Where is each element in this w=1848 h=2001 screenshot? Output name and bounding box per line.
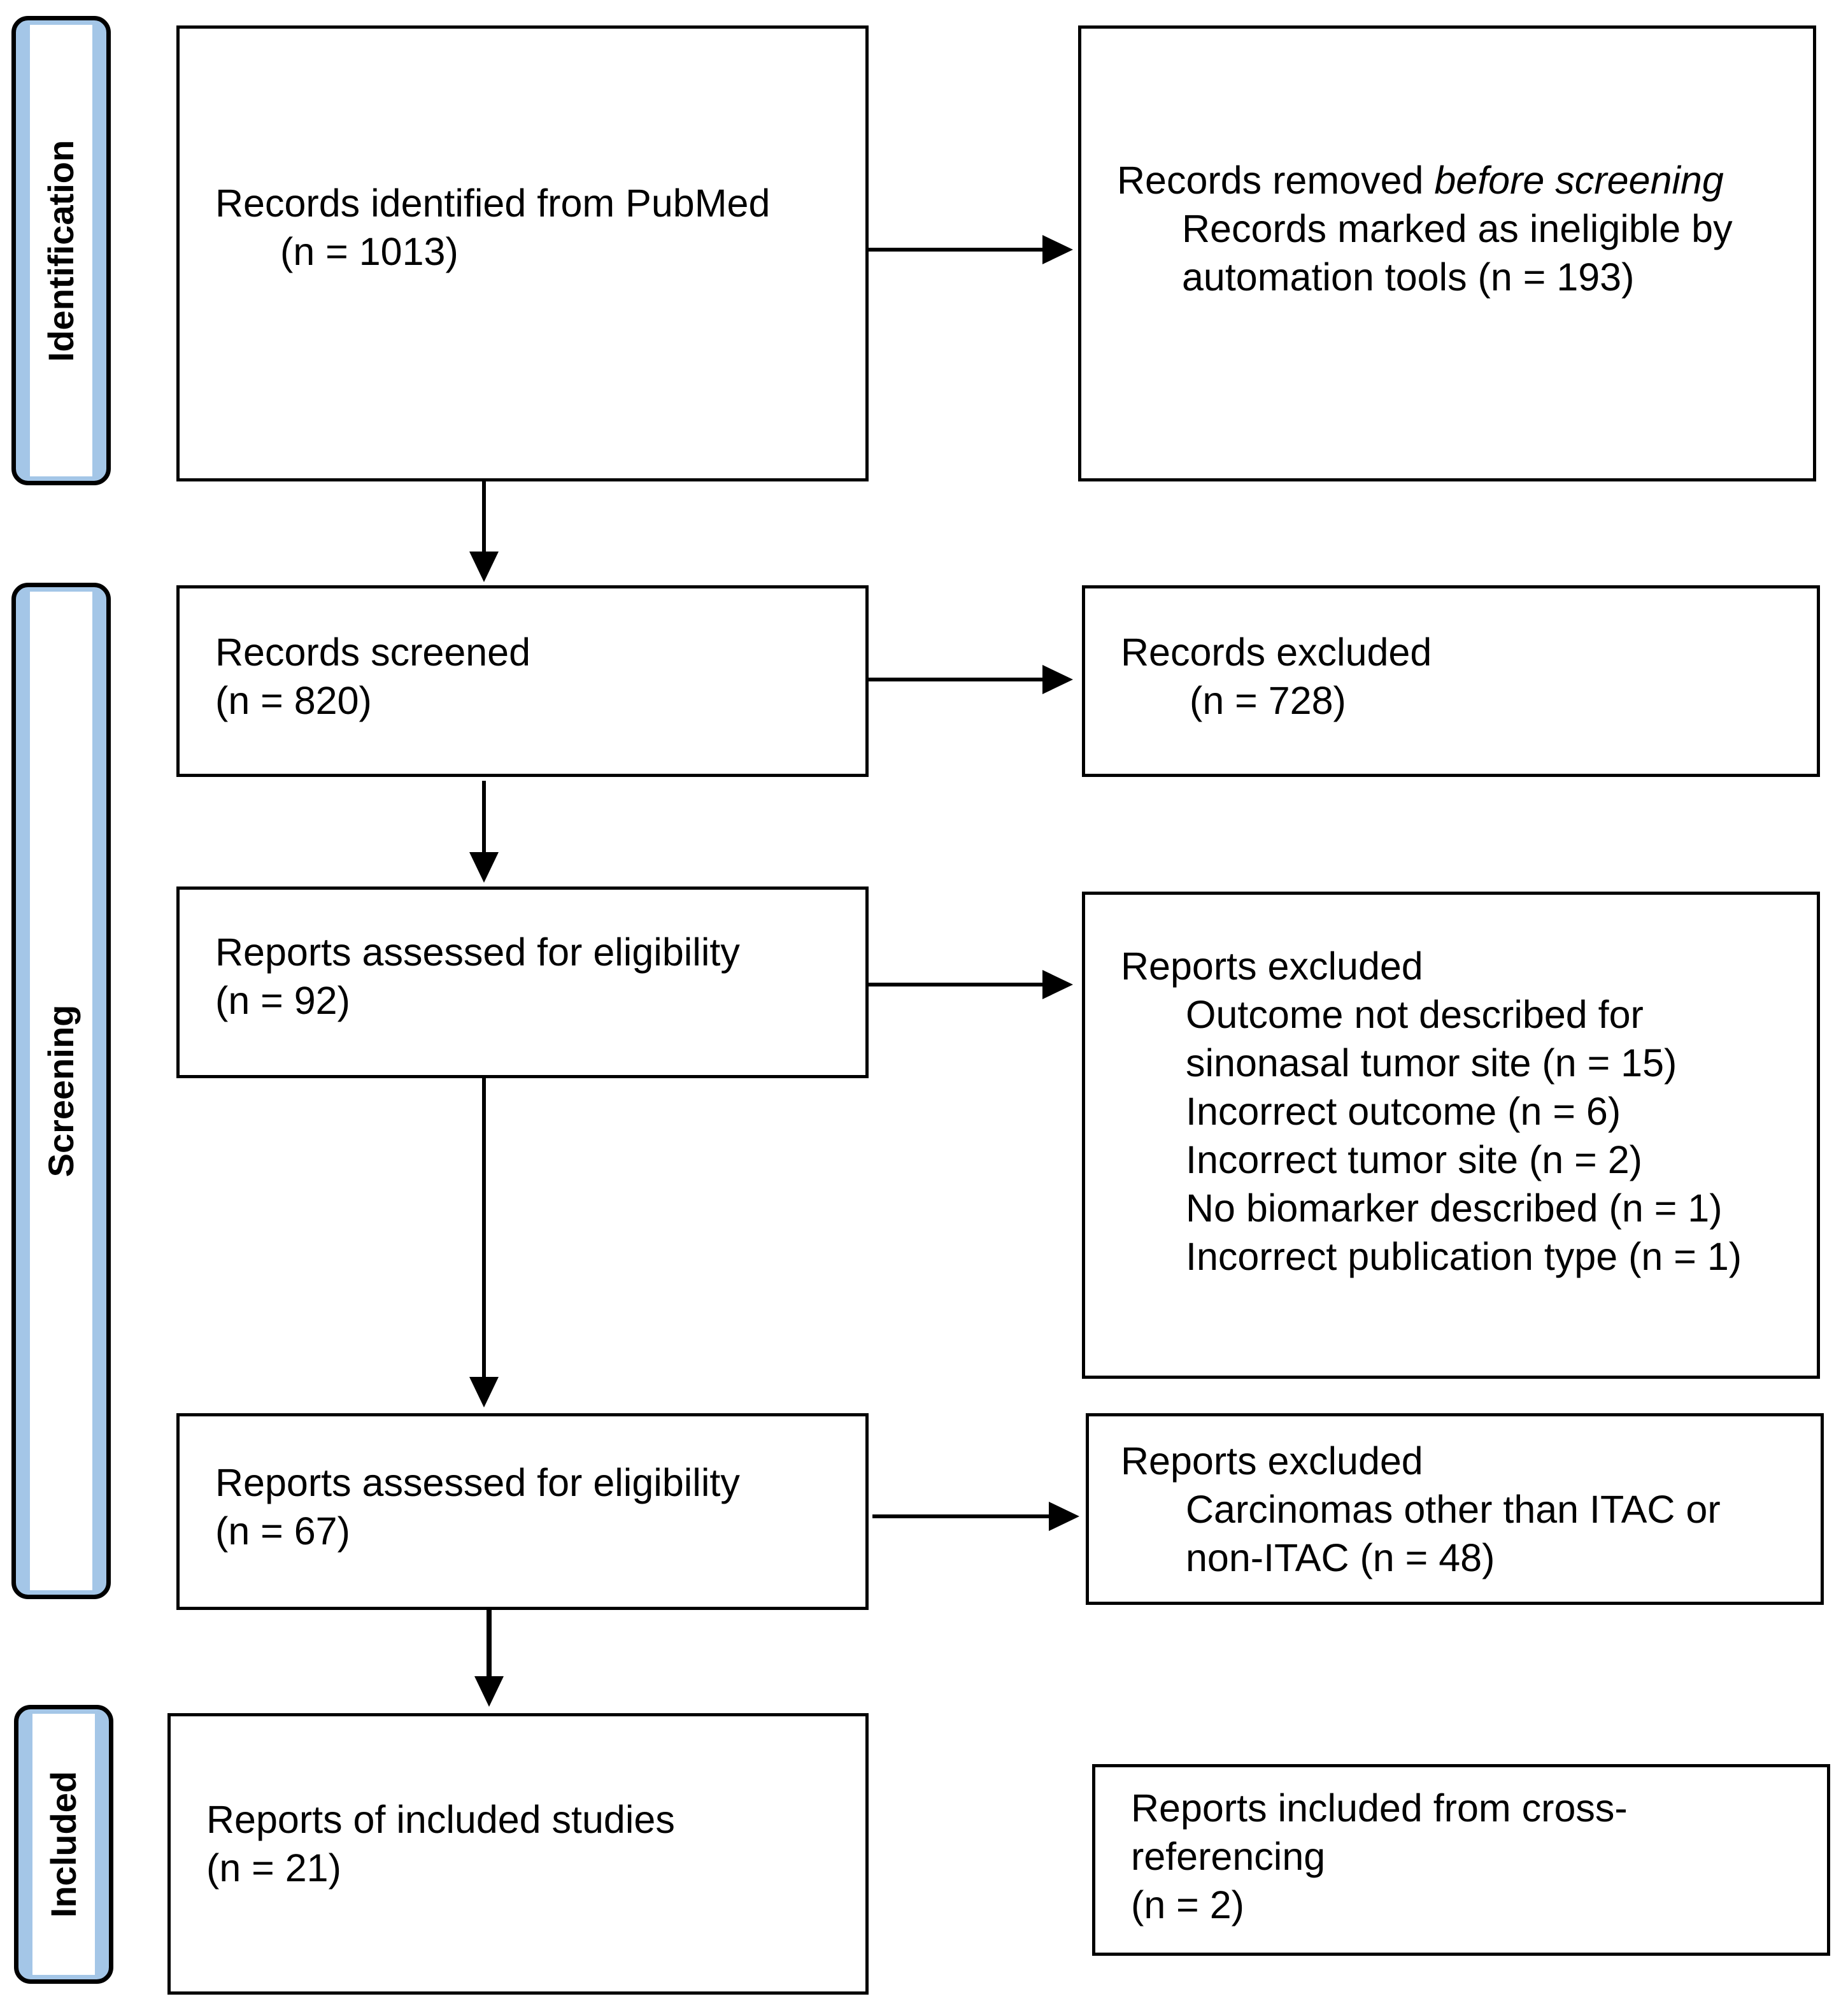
reports-excluded-1-item: No biomarker described (n = 1)	[1186, 1186, 1723, 1230]
arrow-assessed2-to-included	[474, 1610, 504, 1707]
box-cross-referencing: Reports included from cross- referencing…	[1092, 1764, 1830, 1956]
records-removed-italic: before screening	[1434, 159, 1724, 202]
records-excluded-label: Records excluded	[1121, 630, 1432, 674]
box-reports-assessed-1: Reports assessed for eligibility (n = 92…	[176, 887, 869, 1078]
stage-bar-screening: Screening	[11, 583, 111, 1599]
box-records-screened: Records screened (n = 820)	[176, 585, 869, 777]
records-removed-title: Records removed before screening	[1117, 159, 1724, 202]
reports-excluded-1-item: sinonasal tumor site (n = 15)	[1186, 1041, 1677, 1085]
stage-bar-identification: Identification	[11, 16, 111, 485]
records-excluded-count: (n = 728)	[1190, 679, 1346, 722]
cross-referencing-label-1: Reports included from cross-	[1131, 1786, 1628, 1830]
box-records-removed: Records removed before screening Records…	[1078, 25, 1816, 481]
reports-excluded-1-item: Incorrect outcome (n = 6)	[1186, 1090, 1621, 1133]
reports-excluded-1-title: Reports excluded	[1121, 944, 1423, 988]
included-studies-label: Reports of included studies	[206, 1798, 675, 1841]
box-reports-assessed-2: Reports assessed for eligibility (n = 67…	[176, 1413, 869, 1610]
reports-excluded-2-title: Reports excluded	[1121, 1439, 1423, 1483]
box-reports-excluded-2: Reports excluded Carcinomas other than I…	[1086, 1413, 1824, 1605]
reports-excluded-2-item: Carcinomas other than ITAC or	[1186, 1488, 1721, 1531]
reports-excluded-1-item: Outcome not described for	[1186, 993, 1644, 1036]
cross-referencing-count: (n = 2)	[1131, 1883, 1244, 1926]
reports-excluded-2-item: non-ITAC (n = 48)	[1186, 1536, 1495, 1579]
box-records-identified: Records identified from PubMed (n = 1013…	[176, 25, 869, 481]
reports-assessed-2-count: (n = 67)	[215, 1509, 350, 1553]
arrow-screened-to-assessed1	[469, 781, 499, 883]
reports-excluded-1-item: Incorrect publication type (n = 1)	[1186, 1235, 1742, 1278]
arrow-identified-to-removed	[869, 235, 1073, 264]
box-included-studies: Reports of included studies (n = 21)	[167, 1713, 869, 1995]
records-removed-detail-1: Records marked as ineligible by	[1182, 207, 1733, 250]
arrow-assessed1-to-excluded1	[869, 970, 1073, 999]
arrow-identified-to-screened	[469, 481, 499, 582]
box-records-excluded: Records excluded (n = 728)	[1082, 585, 1820, 777]
arrow-assessed1-to-assessed2	[469, 1078, 499, 1407]
reports-assessed-1-count: (n = 92)	[215, 979, 350, 1022]
reports-assessed-2-label: Reports assessed for eligibility	[215, 1461, 740, 1504]
reports-excluded-1-item: Incorrect tumor site (n = 2)	[1186, 1138, 1642, 1181]
box-reports-excluded-1: Reports excluded Outcome not described f…	[1082, 892, 1820, 1379]
records-screened-label: Records screened	[215, 630, 531, 674]
stage-bar-included: Included	[14, 1705, 113, 1984]
included-studies-count: (n = 21)	[206, 1846, 341, 1890]
records-identified-label: Records identified from PubMed	[215, 182, 771, 225]
records-screened-count: (n = 820)	[215, 679, 372, 722]
arrow-screened-to-excluded	[869, 665, 1073, 694]
arrow-assessed2-to-excluded2	[872, 1502, 1079, 1531]
reports-assessed-1-label: Reports assessed for eligibility	[215, 930, 740, 974]
records-removed-detail-2: automation tools (n = 193)	[1182, 255, 1635, 299]
cross-referencing-label-2: referencing	[1131, 1835, 1326, 1878]
records-identified-count: (n = 1013)	[280, 230, 458, 273]
